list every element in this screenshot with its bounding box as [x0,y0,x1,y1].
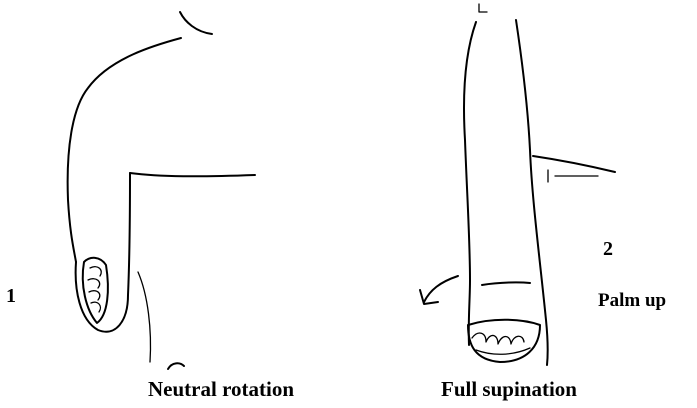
fig2-chest-line [533,156,615,172]
fig1-chest-line [130,173,255,176]
fig2-finger-detail [472,333,530,354]
caption-full-supination: Full supination [441,377,577,402]
fig2-chest-shading [548,170,598,182]
fig1-forearm-outline [76,173,130,332]
fig1-shoulder-outline [68,38,181,262]
figure-2-number: 2 [603,238,613,261]
caption-neutral-rotation: Neutral rotation [148,377,294,402]
fig2-palm-outline [468,320,540,362]
fig2-arrow-head [420,290,438,304]
fig2-top-tick [479,4,487,12]
fig1-torso-right-edge [138,272,151,362]
fig1-base-mark [168,363,184,369]
fig2-rotation-arrow [424,276,458,302]
fig2-upper-arm-outline [464,22,476,345]
fig1-knuckle-detail [88,267,101,312]
palm-up-annotation: Palm up [598,290,666,312]
fig2-inner-arm-line [516,20,548,365]
fig2-wrist-crease [482,282,530,285]
figure-2-arm-supination [420,4,615,365]
figure-1-arm-neutral [68,12,255,369]
fig1-neck-line [180,12,212,34]
figure-1-number: 1 [6,285,16,308]
